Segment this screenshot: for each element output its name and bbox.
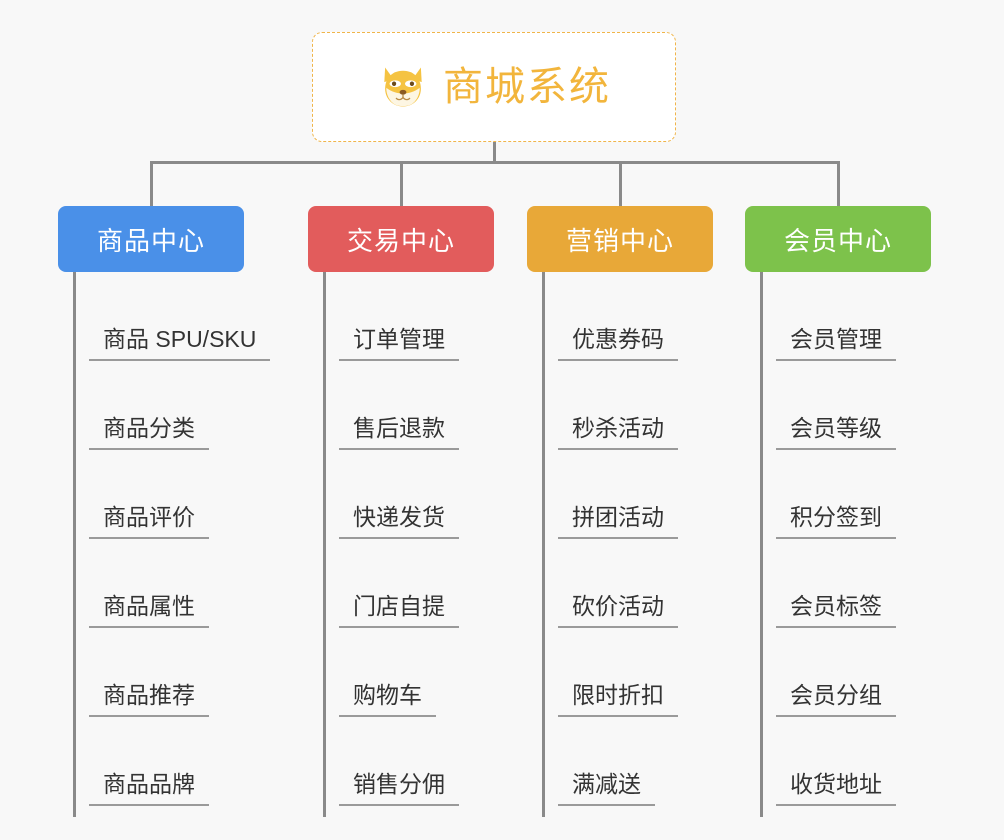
leaf-label: 会员等级	[776, 417, 896, 450]
leaf-item[interactable]: 会员管理	[760, 272, 990, 361]
root-node[interactable]: 商城系统	[312, 32, 676, 142]
leaf-item[interactable]: 购物车	[323, 628, 553, 717]
category-label: 商品中心	[96, 225, 205, 256]
connector-drop-3	[619, 161, 622, 206]
leaf-item[interactable]: 商品品牌	[73, 717, 303, 806]
leaf-item[interactable]: 拼团活动	[542, 450, 772, 539]
leaf-label: 购物车	[339, 684, 436, 717]
leaf-column-products: 商品 SPU/SKU 商品分类 商品评价 商品属性 商品推荐 商品品牌	[73, 272, 303, 817]
leaf-item[interactable]: 秒杀活动	[542, 361, 772, 450]
leaf-label: 商品 SPU/SKU	[89, 328, 271, 361]
leaf-item[interactable]: 商品属性	[73, 539, 303, 628]
category-box-member[interactable]: 会员中心	[745, 206, 931, 272]
connector-drop-1	[150, 161, 153, 206]
leaf-label: 限时折扣	[558, 684, 678, 717]
connector-spine	[542, 272, 545, 817]
leaf-label: 满减送	[558, 773, 655, 806]
connector-spine	[760, 272, 763, 817]
leaf-item[interactable]: 销售分佣	[323, 717, 553, 806]
leaf-item[interactable]: 收货地址	[760, 717, 990, 806]
leaf-item[interactable]: 门店自提	[323, 539, 553, 628]
leaf-item[interactable]: 优惠券码	[542, 272, 772, 361]
leaf-item[interactable]: 满减送	[542, 717, 772, 806]
leaf-item[interactable]: 砍价活动	[542, 539, 772, 628]
leaf-label: 会员管理	[776, 328, 896, 361]
category-label: 交易中心	[346, 225, 455, 256]
leaf-label: 收货地址	[776, 773, 896, 806]
leaf-label: 商品评价	[89, 506, 209, 539]
leaf-label: 会员分组	[776, 684, 896, 717]
leaf-list: 订单管理 售后退款 快递发货 门店自提 购物车 销售分佣	[323, 272, 553, 806]
leaf-column-trade: 订单管理 售后退款 快递发货 门店自提 购物车 销售分佣	[323, 272, 553, 817]
leaf-item[interactable]: 会员标签	[760, 539, 990, 628]
shiba-dog-face-icon	[384, 67, 422, 107]
root-title: 商城系统	[443, 65, 611, 109]
leaf-item[interactable]: 售后退款	[323, 361, 553, 450]
leaf-label: 快递发货	[339, 506, 459, 539]
leaf-list: 商品 SPU/SKU 商品分类 商品评价 商品属性 商品推荐 商品品牌	[73, 272, 303, 806]
leaf-item[interactable]: 会员等级	[760, 361, 990, 450]
leaf-label: 门店自提	[339, 595, 459, 628]
leaf-column-marketing: 优惠券码 秒杀活动 拼团活动 砍价活动 限时折扣 满减送	[542, 272, 772, 817]
connector-horizontal-bus	[150, 161, 840, 164]
leaf-list: 优惠券码 秒杀活动 拼团活动 砍价活动 限时折扣 满减送	[542, 272, 772, 806]
leaf-label: 积分签到	[776, 506, 896, 539]
leaf-item[interactable]: 商品评价	[73, 450, 303, 539]
leaf-item[interactable]: 限时折扣	[542, 628, 772, 717]
leaf-item[interactable]: 积分签到	[760, 450, 990, 539]
leaf-label: 商品品牌	[89, 773, 209, 806]
connector-drop-2	[400, 161, 403, 206]
leaf-label: 优惠券码	[558, 328, 678, 361]
leaf-label: 会员标签	[776, 595, 896, 628]
connector-spine	[323, 272, 326, 817]
leaf-label: 销售分佣	[339, 773, 459, 806]
leaf-item[interactable]: 快递发货	[323, 450, 553, 539]
leaf-label: 拼团活动	[558, 506, 678, 539]
leaf-label: 砍价活动	[558, 595, 678, 628]
leaf-column-member: 会员管理 会员等级 积分签到 会员标签 会员分组 收货地址	[760, 272, 990, 817]
connector-spine	[73, 272, 76, 817]
category-box-marketing[interactable]: 营销中心	[527, 206, 713, 272]
leaf-label: 秒杀活动	[558, 417, 678, 450]
leaf-item[interactable]: 会员分组	[760, 628, 990, 717]
leaf-list: 会员管理 会员等级 积分签到 会员标签 会员分组 收货地址	[760, 272, 990, 806]
category-label: 营销中心	[565, 225, 674, 256]
leaf-label: 订单管理	[339, 328, 459, 361]
category-label: 会员中心	[783, 225, 892, 256]
leaf-label: 售后退款	[339, 417, 459, 450]
leaf-label: 商品属性	[89, 595, 209, 628]
leaf-label: 商品分类	[89, 417, 209, 450]
category-box-trade[interactable]: 交易中心	[308, 206, 494, 272]
leaf-item[interactable]: 订单管理	[323, 272, 553, 361]
connector-root-stem	[493, 142, 496, 163]
leaf-item[interactable]: 商品分类	[73, 361, 303, 450]
connector-drop-4	[837, 161, 840, 206]
category-box-products[interactable]: 商品中心	[58, 206, 244, 272]
leaf-item[interactable]: 商品 SPU/SKU	[73, 272, 303, 361]
leaf-item[interactable]: 商品推荐	[73, 628, 303, 717]
leaf-label: 商品推荐	[89, 684, 209, 717]
